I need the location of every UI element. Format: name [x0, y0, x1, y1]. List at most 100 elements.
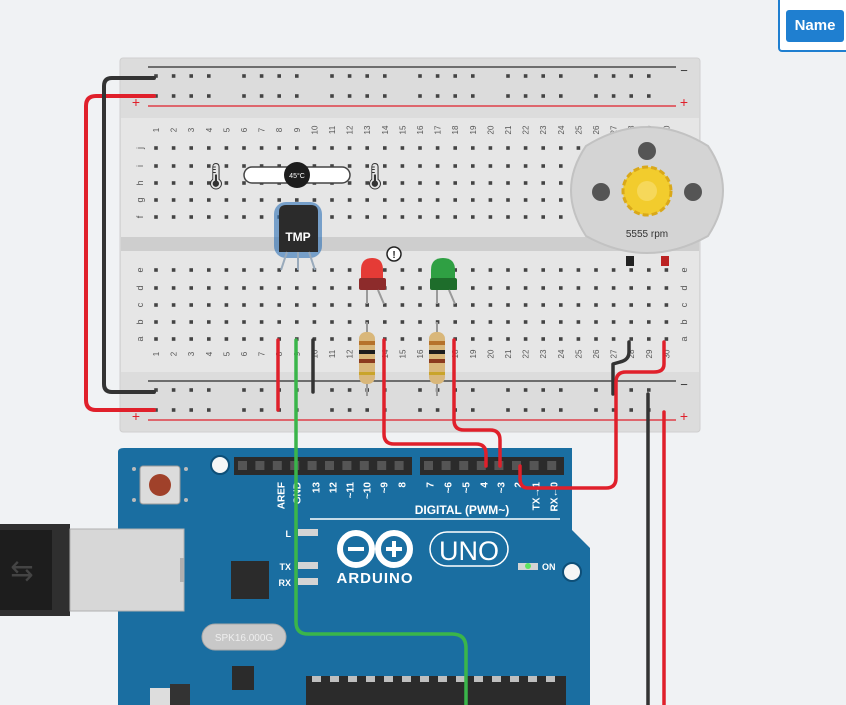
- name-button[interactable]: Name: [786, 10, 844, 42]
- terminal-hole[interactable]: [435, 215, 440, 219]
- terminal-hole[interactable]: [171, 303, 176, 307]
- terminal-hole[interactable]: [629, 303, 633, 307]
- header-pin[interactable]: [512, 461, 521, 470]
- terminal-hole[interactable]: [559, 320, 563, 324]
- terminal-hole[interactable]: [400, 303, 405, 307]
- temperature-slider[interactable]: 🌡 45°C 🌡: [199, 161, 391, 191]
- rail-hole[interactable]: [207, 74, 211, 78]
- green-led[interactable]: [430, 258, 457, 305]
- terminal-hole[interactable]: [207, 320, 211, 324]
- wires[interactable]: [84, 76, 666, 705]
- rail-hole[interactable]: [154, 388, 158, 392]
- terminal-hole[interactable]: [541, 303, 545, 307]
- terminal-hole[interactable]: [453, 320, 457, 324]
- terminal-hole[interactable]: [576, 286, 581, 290]
- terminal-hole[interactable]: [224, 215, 229, 219]
- terminal-hole[interactable]: [488, 320, 493, 324]
- terminal-hole[interactable]: [647, 320, 651, 324]
- terminal-hole[interactable]: [400, 198, 405, 202]
- terminal-hole[interactable]: [400, 286, 405, 290]
- usb-connector[interactable]: ⇆: [0, 524, 185, 616]
- rail-hole[interactable]: [347, 94, 352, 98]
- terminal-hole[interactable]: [224, 198, 229, 202]
- terminal-hole[interactable]: [559, 146, 563, 150]
- terminal-hole[interactable]: [189, 215, 193, 219]
- terminal-hole[interactable]: [154, 146, 158, 150]
- terminal-hole[interactable]: [506, 268, 510, 272]
- rail-hole[interactable]: [295, 74, 299, 78]
- terminal-hole[interactable]: [664, 303, 669, 307]
- terminal-hole[interactable]: [541, 215, 545, 219]
- terminal-hole[interactable]: [171, 268, 176, 272]
- terminal-hole[interactable]: [277, 146, 281, 150]
- terminal-hole[interactable]: [647, 268, 651, 272]
- terminal-hole[interactable]: [541, 181, 545, 185]
- terminal-hole[interactable]: [259, 146, 264, 150]
- terminal-hole[interactable]: [277, 320, 281, 324]
- terminal-hole[interactable]: [471, 303, 475, 307]
- terminal-hole[interactable]: [418, 320, 422, 324]
- terminal-hole[interactable]: [611, 337, 616, 341]
- rail-hole[interactable]: [559, 388, 563, 392]
- terminal-hole[interactable]: [189, 146, 193, 150]
- rail-hole[interactable]: [611, 408, 616, 412]
- terminal-hole[interactable]: [488, 198, 493, 202]
- terminal-hole[interactable]: [189, 286, 193, 290]
- terminal-hole[interactable]: [259, 164, 264, 168]
- header-pin[interactable]: [459, 461, 469, 470]
- terminal-hole[interactable]: [506, 320, 510, 324]
- terminal-hole[interactable]: [664, 286, 669, 290]
- terminal-hole[interactable]: [418, 337, 422, 341]
- terminal-hole[interactable]: [559, 215, 563, 219]
- rail-hole[interactable]: [365, 94, 369, 98]
- terminal-hole[interactable]: [506, 286, 510, 290]
- terminal-hole[interactable]: [488, 215, 493, 219]
- terminal-hole[interactable]: [347, 286, 352, 290]
- dc-motor[interactable]: 5555 rpm: [570, 126, 724, 266]
- terminal-hole[interactable]: [154, 198, 158, 202]
- terminal-hole[interactable]: [383, 164, 387, 168]
- terminal-hole[interactable]: [330, 303, 334, 307]
- terminal-hole[interactable]: [330, 146, 334, 150]
- terminal-hole[interactable]: [559, 337, 563, 341]
- terminal-hole[interactable]: [189, 268, 193, 272]
- terminal-hole[interactable]: [523, 320, 528, 324]
- terminal-hole[interactable]: [330, 215, 334, 219]
- terminal-hole[interactable]: [400, 320, 405, 324]
- terminal-hole[interactable]: [559, 181, 563, 185]
- terminal-hole[interactable]: [189, 198, 193, 202]
- header-pin[interactable]: [342, 461, 352, 470]
- terminal-hole[interactable]: [259, 215, 264, 219]
- terminal-hole[interactable]: [330, 164, 334, 168]
- terminal-hole[interactable]: [471, 146, 475, 150]
- rail-hole[interactable]: [189, 94, 193, 98]
- rail-hole[interactable]: [242, 74, 246, 78]
- terminal-hole[interactable]: [576, 146, 581, 150]
- terminal-hole[interactable]: [224, 286, 229, 290]
- terminal-hole[interactable]: [330, 337, 334, 341]
- terminal-hole[interactable]: [541, 320, 545, 324]
- terminal-hole[interactable]: [594, 320, 598, 324]
- terminal-hole[interactable]: [471, 215, 475, 219]
- terminal-hole[interactable]: [259, 303, 264, 307]
- terminal-hole[interactable]: [207, 198, 211, 202]
- rail-hole[interactable]: [541, 408, 545, 412]
- terminal-hole[interactable]: [594, 268, 598, 272]
- terminal-hole[interactable]: [647, 286, 651, 290]
- terminal-hole[interactable]: [523, 215, 528, 219]
- rail-hole[interactable]: [541, 74, 545, 78]
- resistor-1[interactable]: [359, 322, 375, 396]
- terminal-hole[interactable]: [559, 198, 563, 202]
- header-pin[interactable]: [377, 461, 387, 470]
- rail-hole[interactable]: [594, 94, 598, 98]
- terminal-hole[interactable]: [453, 164, 457, 168]
- terminal-hole[interactable]: [506, 198, 510, 202]
- terminal-hole[interactable]: [207, 164, 211, 168]
- terminal-hole[interactable]: [242, 303, 246, 307]
- terminal-hole[interactable]: [523, 286, 528, 290]
- terminal-hole[interactable]: [400, 164, 405, 168]
- terminal-hole[interactable]: [523, 303, 528, 307]
- terminal-hole[interactable]: [295, 286, 299, 290]
- rail-hole[interactable]: [242, 388, 246, 392]
- terminal-hole[interactable]: [171, 198, 176, 202]
